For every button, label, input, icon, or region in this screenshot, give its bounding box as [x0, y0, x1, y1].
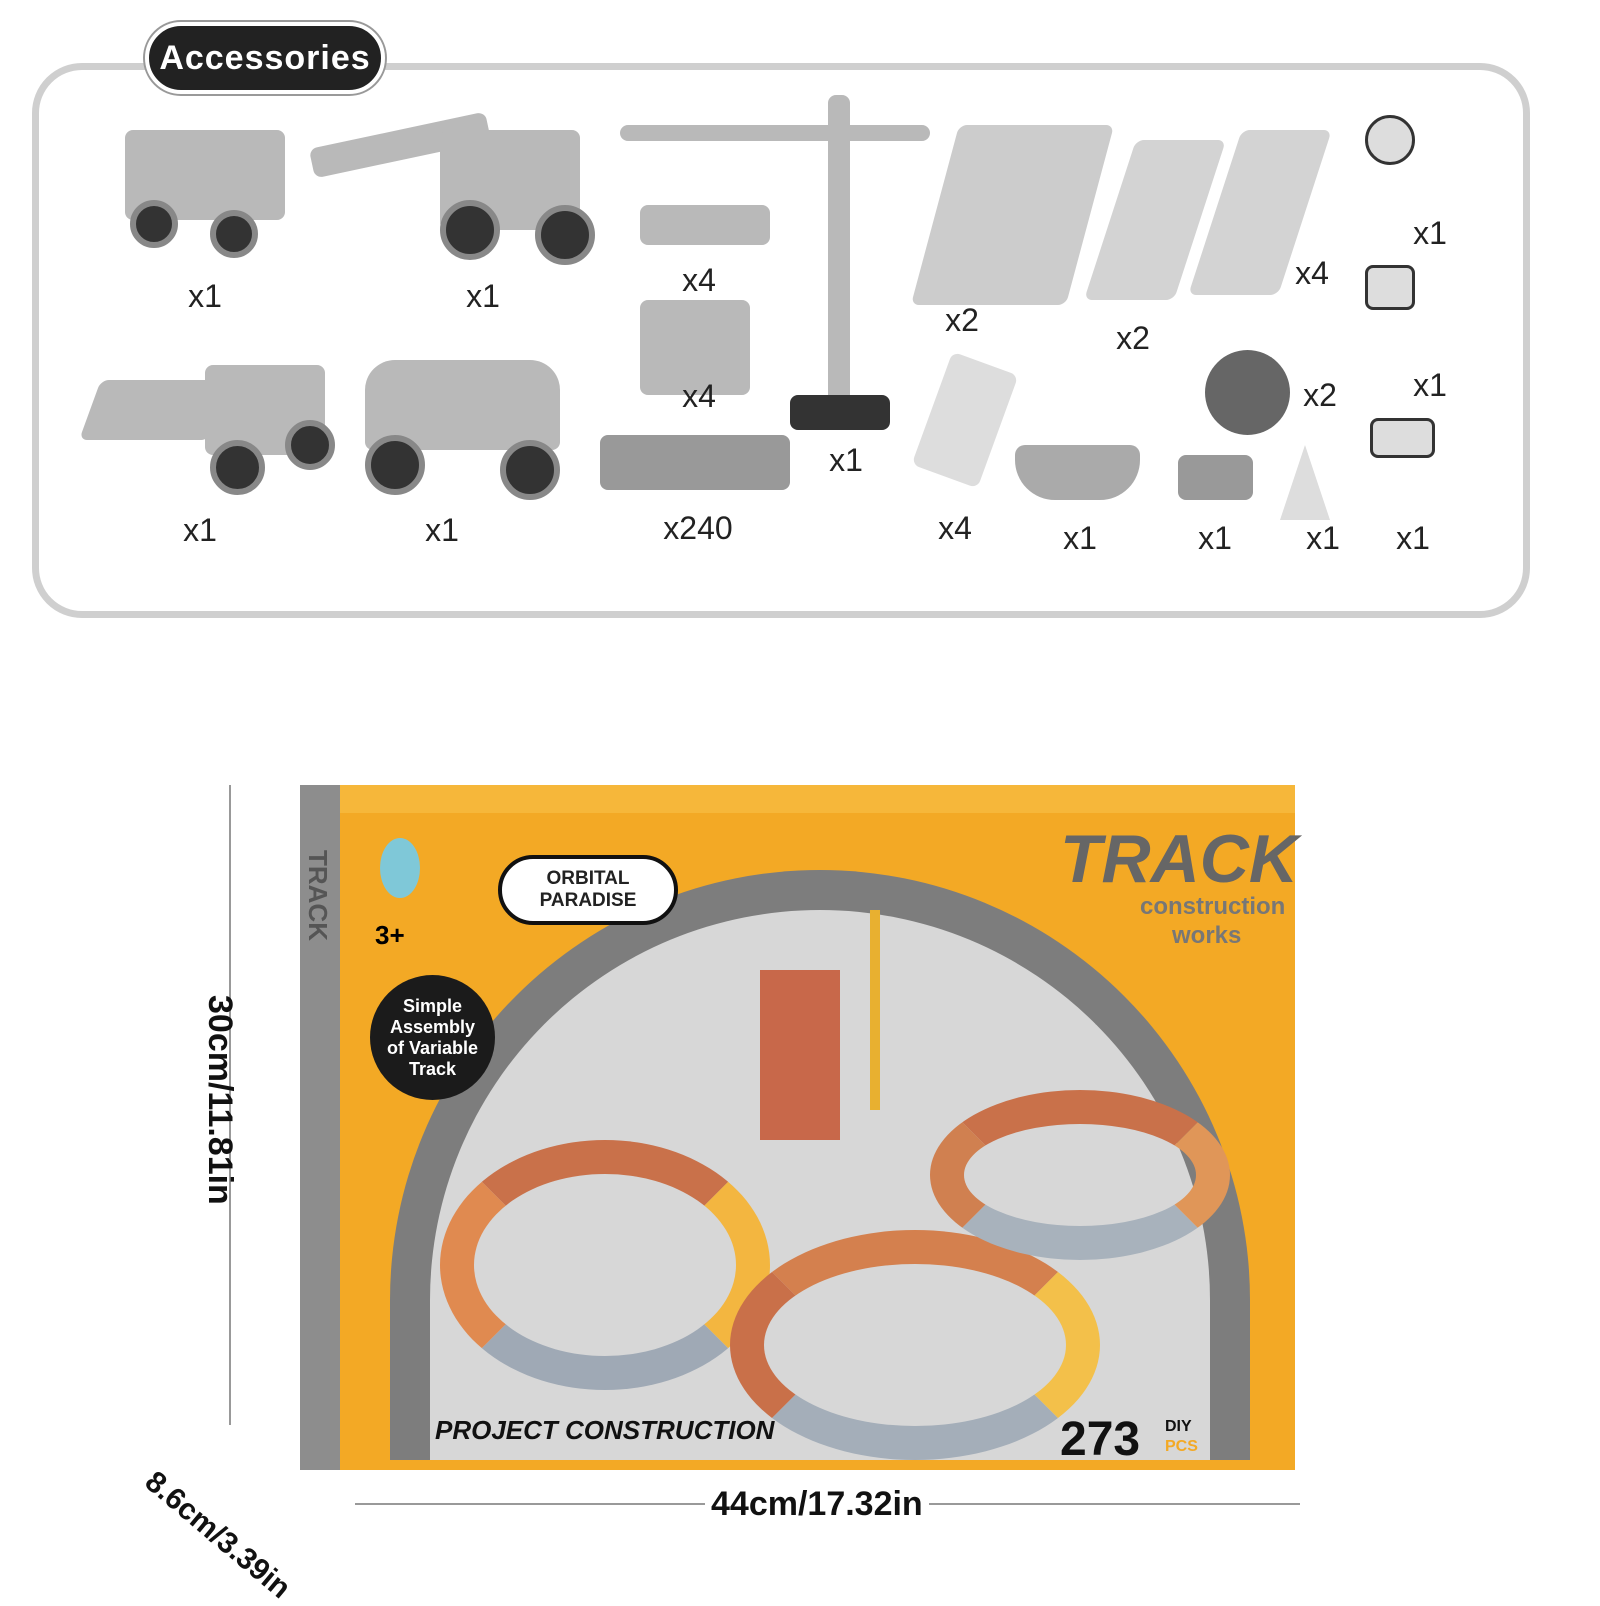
- qty-label: x1: [183, 512, 217, 548]
- qty-label: x2: [1303, 377, 1337, 413]
- feature-badge: Simple Assembly of Variable Track: [370, 975, 495, 1100]
- qty-label: x1: [188, 278, 222, 314]
- piece-count: 273: [1060, 1413, 1141, 1466]
- height-dimension: 30cm/11.81in: [201, 995, 239, 1205]
- box-subtitle: works: [1172, 922, 1242, 949]
- accessories-panel: [32, 63, 1530, 618]
- piece-count-label: DIY: [1165, 1418, 1192, 1435]
- box-subtitle: construction: [1140, 893, 1286, 920]
- qty-label: x1: [1413, 215, 1447, 251]
- box-side: [300, 785, 340, 1470]
- qty-label: x2: [1116, 320, 1150, 356]
- product-name: PROJECT CONSTRUCTION: [435, 1415, 775, 1445]
- qty-label: x1: [425, 512, 459, 548]
- side-title: TRACK: [303, 850, 333, 941]
- width-dimension: 44cm/17.32in: [705, 1485, 929, 1524]
- piece-count-label: PCS: [1165, 1438, 1198, 1455]
- qty-label: x1: [1396, 520, 1430, 556]
- qty-label: x1: [1198, 520, 1232, 556]
- qty-label: x4: [938, 510, 972, 546]
- brand-logo: ORBITAL PARADISE: [498, 855, 678, 925]
- qty-label: x1: [1306, 520, 1340, 556]
- box-top: [300, 785, 1295, 813]
- qty-label: x4: [1295, 255, 1329, 291]
- qty-label: x240: [663, 510, 733, 546]
- qty-label: x1: [466, 278, 500, 314]
- accessories-title: Accessories: [145, 22, 385, 94]
- qty-label: x1: [1413, 367, 1447, 403]
- qty-label: x1: [1063, 520, 1097, 556]
- qty-label: x1: [829, 442, 863, 478]
- brand-logo-icon: [380, 838, 420, 898]
- qty-label: x4: [682, 378, 716, 414]
- qty-label: x2: [945, 302, 979, 338]
- qty-label: x4: [682, 262, 716, 298]
- age-label: 3+: [375, 920, 405, 950]
- depth-dimension: 8.6cm/3.39in: [138, 1465, 297, 1605]
- box-title: TRACK: [1060, 821, 1298, 897]
- height-line: [229, 785, 231, 1425]
